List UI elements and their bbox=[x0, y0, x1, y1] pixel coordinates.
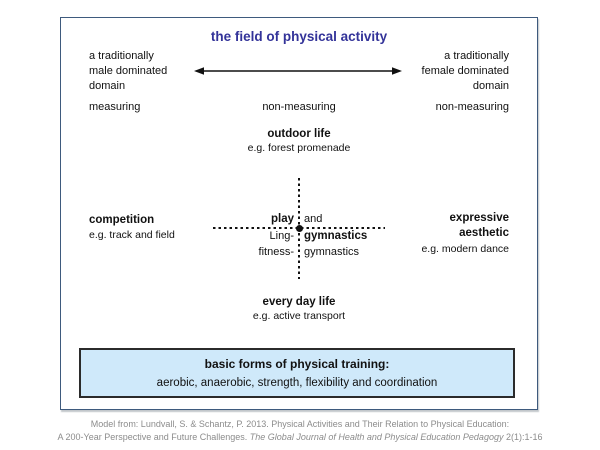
competition-example: e.g. track and field bbox=[89, 229, 175, 241]
quadrant-every-day-life: every day life e.g. active transport bbox=[61, 296, 537, 322]
center-label-and: and bbox=[304, 213, 323, 225]
every-day-life-example: e.g. active transport bbox=[252, 310, 346, 322]
training-box-heading: basic forms of physical training: bbox=[204, 357, 390, 371]
outdoor-life-example: e.g. forest promenade bbox=[247, 142, 351, 154]
basic-training-box: basic forms of physical training: aerobi… bbox=[79, 348, 515, 398]
diagram-frame: the field of physical activity a traditi… bbox=[60, 17, 538, 410]
center-label-gymnastics: gymnastics bbox=[304, 246, 360, 258]
expressive-aesthetic-label: expressive aesthetic bbox=[449, 212, 509, 239]
quadrant-expressive-aesthetic: expressive aesthetic e.g. modern dance bbox=[421, 211, 509, 255]
measuring-label: measuring bbox=[89, 101, 141, 113]
outdoor-life-label: outdoor life bbox=[267, 128, 331, 140]
axis-intersection-dot bbox=[295, 224, 303, 232]
center-label-play: play bbox=[270, 213, 294, 225]
training-box-items: aerobic, anaerobic, strength, flexibilit… bbox=[156, 377, 438, 389]
expressive-aesthetic-example: e.g. modern dance bbox=[421, 243, 509, 255]
measuring-row: measuring non-measuring non-measuring bbox=[89, 101, 509, 113]
center-label-gymnastics-bold: gymnastics bbox=[304, 230, 368, 242]
non-measuring-right-label: non-measuring bbox=[435, 101, 509, 113]
every-day-life-label: every day life bbox=[262, 296, 336, 308]
diagram-title: the field of physical activity bbox=[210, 29, 388, 44]
female-dominated-domain-label: a traditionally female dominated domain bbox=[421, 50, 509, 92]
citation-line2: A 200-Year Perspective and Future Challe… bbox=[0, 431, 600, 444]
citation-line2-suffix: 2(1):1-16 bbox=[503, 432, 543, 442]
non-measuring-center-label: non-measuring bbox=[262, 101, 336, 113]
competition-label: competition bbox=[89, 214, 155, 226]
quadrant-competition: competition e.g. track and field bbox=[89, 214, 175, 241]
citation-line1: Model from: Lundvall, S. & Schantz, P. 2… bbox=[90, 419, 510, 429]
male-dominated-domain-label: a traditionally male dominated domain bbox=[89, 50, 168, 92]
quadrant-outdoor-life: outdoor life e.g. forest promenade bbox=[61, 128, 537, 154]
citation: Model from: Lundvall, S. & Schantz, P. 2… bbox=[0, 418, 600, 444]
citation-line2-prefix: A 200-Year Perspective and Future Challe… bbox=[57, 432, 250, 442]
citation-journal-title: The Global Journal of Health and Physica… bbox=[249, 432, 504, 442]
left-right-arrow-icon bbox=[194, 67, 402, 75]
center-label-ling: Ling- bbox=[269, 230, 294, 242]
center-label-fitness: fitness- bbox=[258, 246, 294, 258]
